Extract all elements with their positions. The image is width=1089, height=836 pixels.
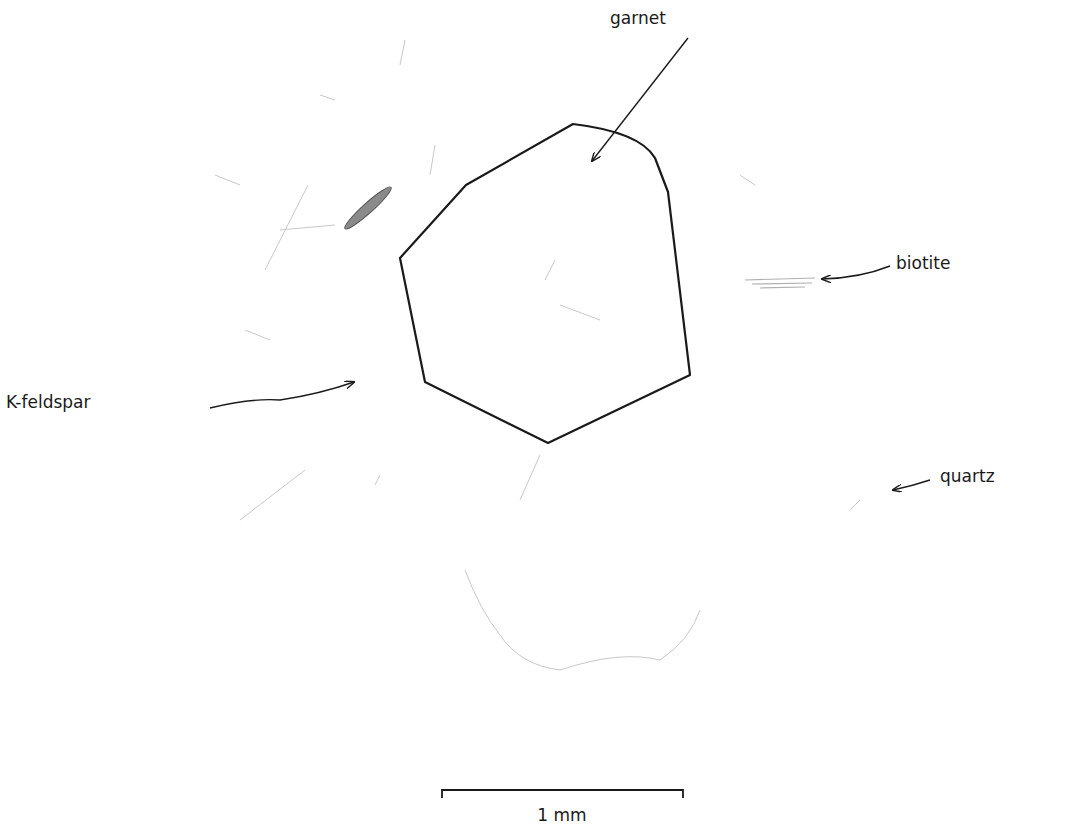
biotite-grain: [342, 184, 395, 233]
scale-bar: [442, 790, 683, 798]
biotite-grain: [745, 278, 815, 288]
garnet-crystal: [400, 124, 690, 443]
mineral-label: quartz: [940, 466, 995, 486]
grain-boundaries: [215, 40, 860, 670]
mineral-label: biotite: [896, 253, 950, 273]
mineral-label: K-feldspar: [6, 392, 91, 412]
scale-label: 1 mm: [537, 805, 586, 825]
leader-arrow: [210, 38, 930, 490]
mineral-label: garnet: [610, 8, 666, 28]
